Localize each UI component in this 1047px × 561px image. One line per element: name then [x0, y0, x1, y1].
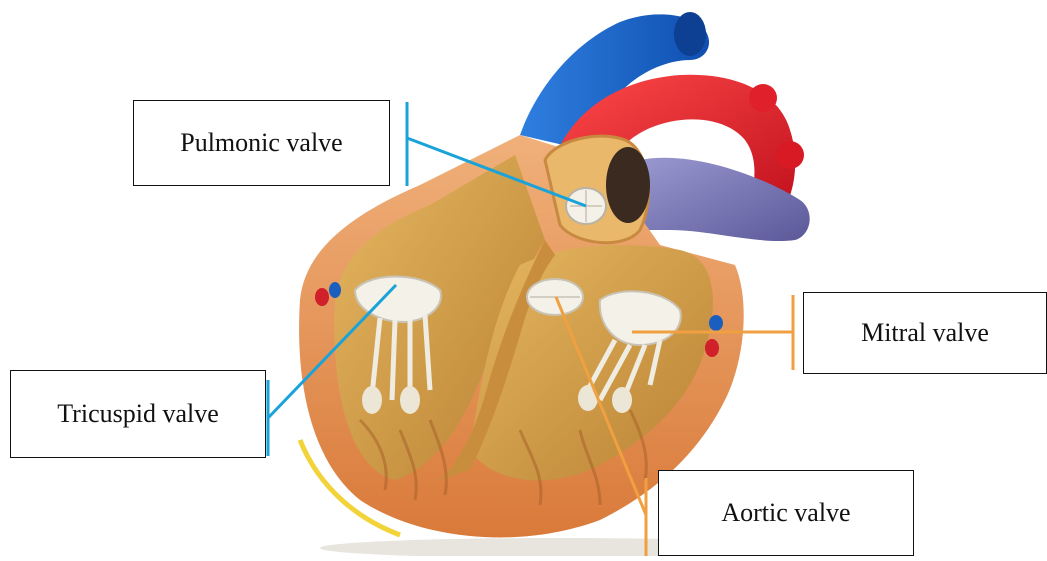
aortic-branch: [749, 84, 777, 112]
aortic-valve-shape: [527, 279, 583, 315]
vena-cava-opening: [674, 12, 706, 56]
tricuspid-valve-label: Tricuspid valve: [10, 370, 266, 458]
aortic-branch: [776, 141, 804, 169]
pulmonic-valve-label: Pulmonic valve: [133, 100, 390, 186]
mitral-valve-label: Mitral valve: [803, 292, 1047, 374]
pulmonary-lumen: [606, 147, 650, 223]
aortic-valve-label: Aortic valve: [658, 470, 914, 556]
